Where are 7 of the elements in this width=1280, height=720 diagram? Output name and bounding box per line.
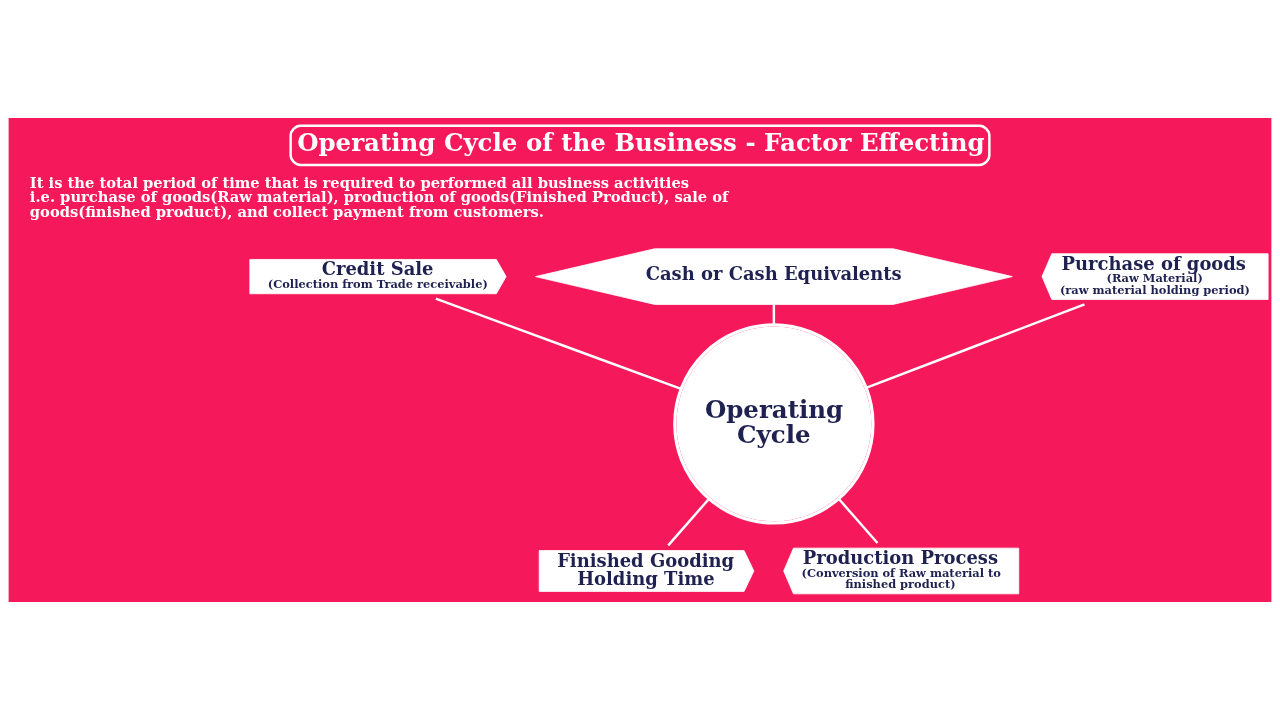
connector: [837, 497, 879, 544]
connector: [772, 304, 776, 325]
connector: [865, 303, 1085, 389]
diagram-title: Operating Cycle of the Business - Factor Effecting: [297, 128, 985, 158]
label: It is the total period of time that is required to performed all business activities i.e. purchase of goods(Raw material), production of goods(Finished Product), sale of goods(finished product), and collect payment from customers.: [29, 173, 729, 221]
connector: [667, 497, 710, 547]
connector: [435, 297, 682, 391]
